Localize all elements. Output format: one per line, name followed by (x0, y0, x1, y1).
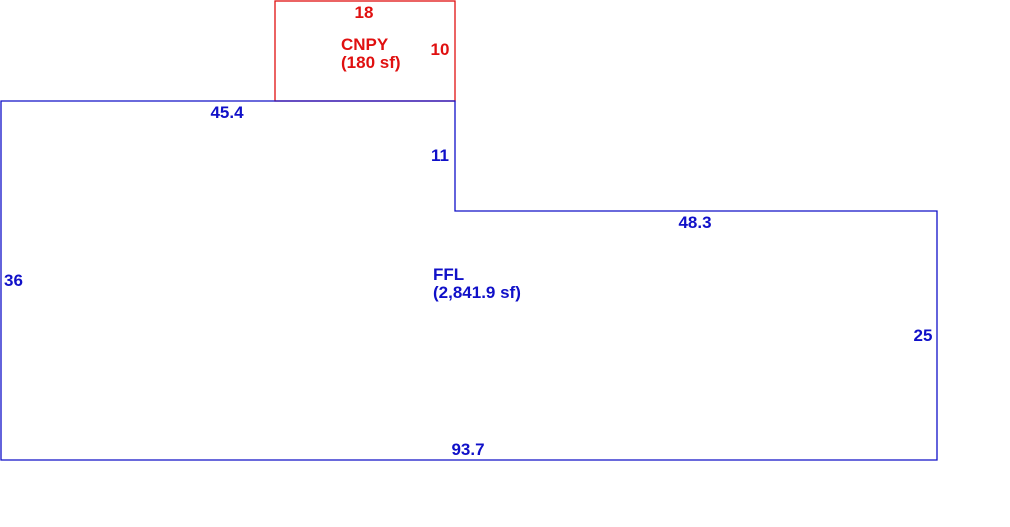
ffl-left-dimension: 36 (4, 271, 23, 290)
canopy-name: CNPY (341, 35, 389, 54)
canopy-right-dimension: 10 (431, 40, 450, 59)
ffl-outline (0, 100, 938, 461)
ffl-top-left-dimension: 45.4 (210, 103, 244, 122)
ffl-right-dimension: 25 (914, 326, 933, 345)
ffl-bottom-dimension: 93.7 (451, 440, 484, 459)
ffl-top-right-dimension: 48.3 (678, 213, 711, 232)
canopy-area: (180 sf) (341, 53, 401, 72)
canopy-top-dimension: 18 (355, 3, 374, 22)
ffl-name: FFL (433, 265, 464, 284)
ffl-area: (2,841.9 sf) (433, 283, 521, 302)
ffl-step-height-dimension: 11 (431, 146, 449, 165)
